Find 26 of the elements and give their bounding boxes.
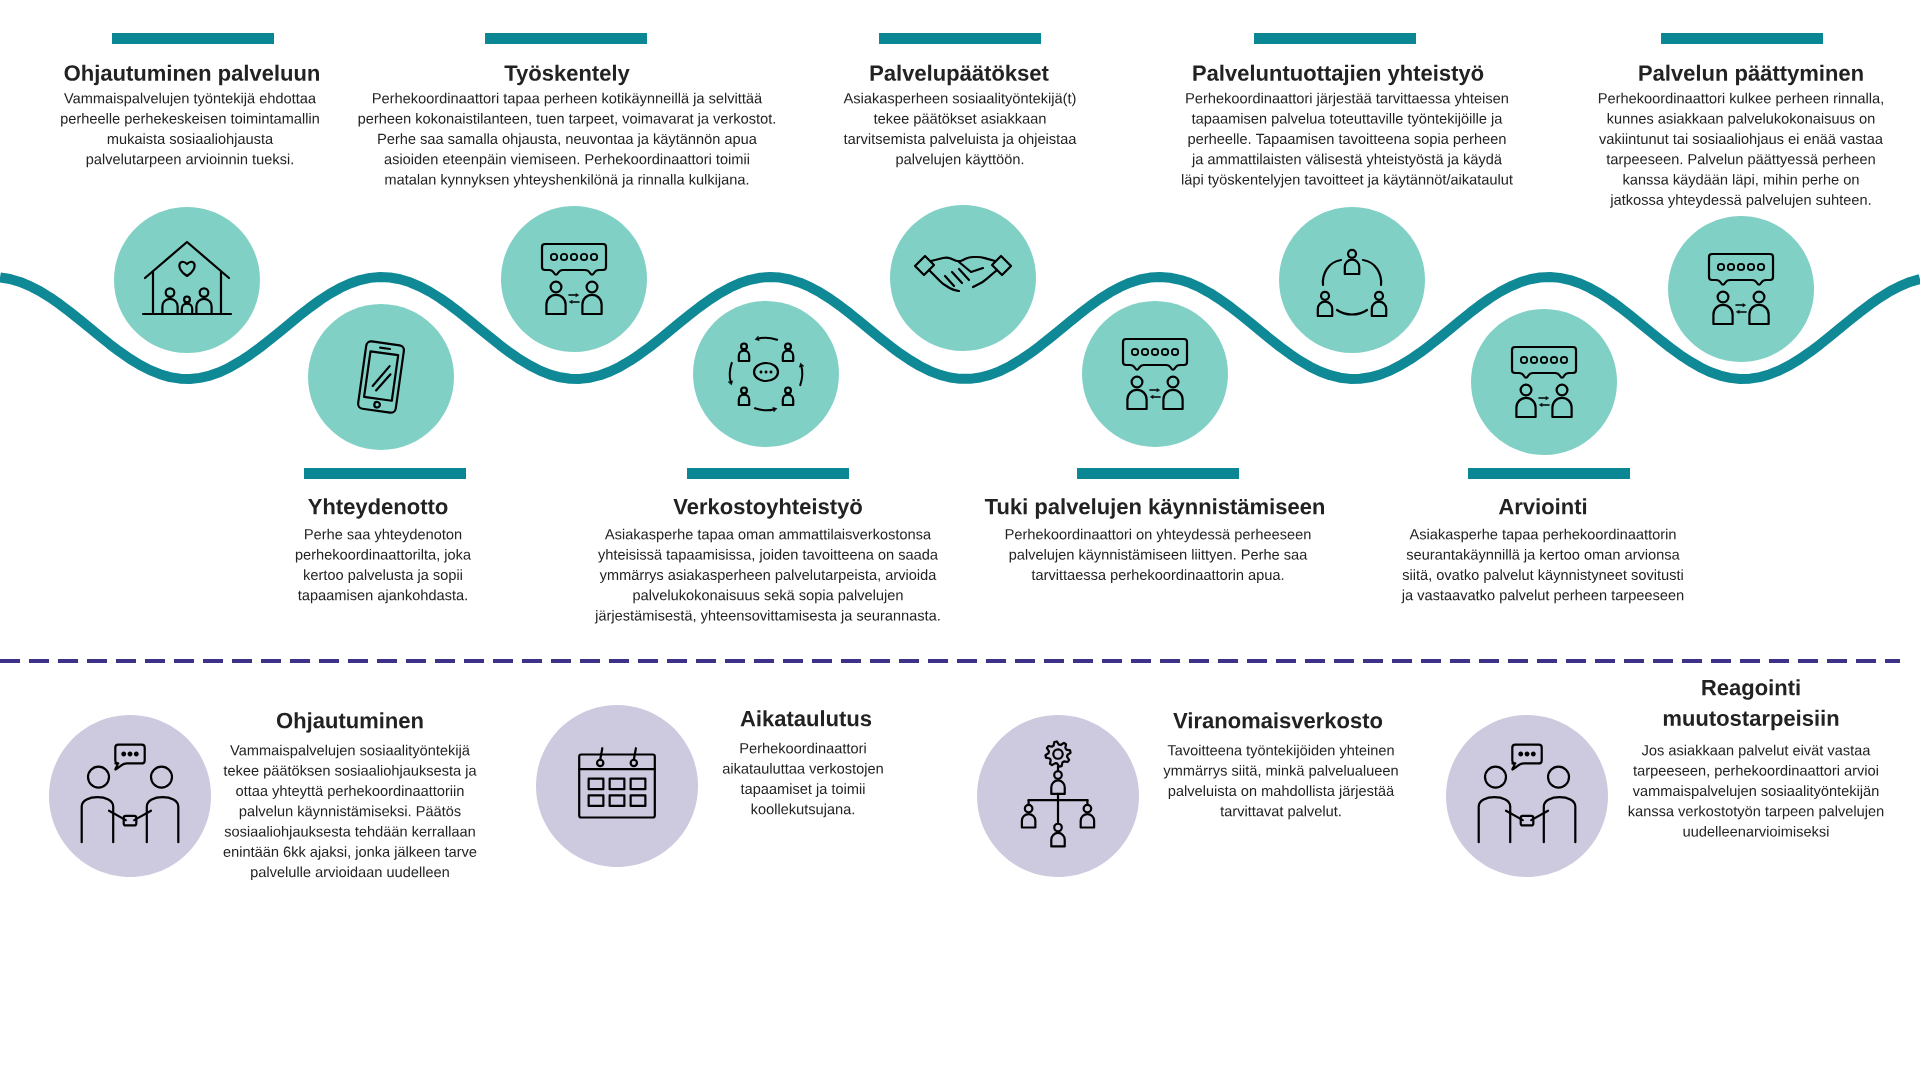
- step-title: Yhteydenotto: [308, 498, 448, 519]
- step-title: Tuki palvelujen käynnistämiseen: [984, 498, 1324, 519]
- step-description: Jos asiakkaan palvelut eivät vastaa tarpeeseen, perhekoordinaattori arvioi vammaispalvelujen sosiaalityöntekijän kanssa verkostotyön tarpeen palvelujen uudelleenarvioimiseksi: [1628, 744, 1884, 837]
- step-title: Ohjautuminen palveluun: [64, 64, 319, 86]
- step-title: Verkostoyhteistyö: [673, 498, 862, 519]
- step-description: Perhekoordinaattori tapaa perheen kotikäynneillä ja selvittää perheen kokonaistilanteen, tuen tarpeet, voimavarat ja verkostot. Perhe saa samalla ohjausta, neuvontaa ja käytännön apua asioiden eteenpäin viemiseen. Perhekoordinaattori toimii matalan kynnyksen yhteyshenkilönä ja rinnalla kulkijana.: [358, 92, 775, 188]
- step-title: Palvelupäätökset: [870, 64, 1049, 86]
- step-description: Perhekoordinaattori järjestää tarvittaessa yhteisen tapaamisen palvelua toteuttaville työntekijöille ja perheelle. Tapaamisen tavoitteena sopia perheen ja ammattilaisten välisestä yhteistyöstä ja käydä läpi työskentelyjen tavoitteet ja käytännöt/aikataulut: [1182, 92, 1513, 188]
- step-description: Vammaispalvelujen työntekijä ehdottaa perheelle perhekeskeisen toimintamallin mukaista sosiaaliohjausta palvelutarpeen arvioinnin tueksi.: [61, 92, 319, 168]
- step-title: Palveluntuottajien yhteistyö: [1193, 64, 1484, 86]
- step-title: Aikataulutus: [740, 710, 872, 727]
- step-title: Reagointi muutostarpeisiin: [1663, 679, 1839, 731]
- step-title: Palvelun päättyminen: [1639, 64, 1863, 86]
- step-description: Perhekoordinaattori kulkee perheen rinnalla, kunnes asiakkaan palvelukokonaisuus on vakiintunut tai sosiaaliohjaus ei enää vastaa tarpeeseen. Palvelun päättyessä perheen kanssa käydään läpi, mihin perhe on jatkossa yhteydessä palvelujen suhteen.: [1598, 92, 1883, 208]
- step-title: Viranomaisverkosto: [1173, 712, 1383, 729]
- step-description: Asiakasperheen sosiaalityöntekijä(t) tekee päätökset asiakkaan tarvitsemista palveluista ja ohjeistaa palvelujen käyttöön.: [843, 92, 1077, 168]
- step-description: Perhekoordinaattori on yhteydessä perheeseen palvelujen käynnistämiseen liittyen. Perhe saa tarvittaessa perhekoordinaattorin apua.: [1005, 528, 1311, 583]
- step-description: Asiakasperhe tapaa oman ammattilaisverkostonsa yhteisissä tapaamisissa, joiden tavoitteena on saada ymmärrys asiakasperheen palvelutarpeista, arvioida palvelukokonaisuus sekä sopia palvelujen järjestämisestä, yhteensovittamisesta ja seurannasta.: [594, 528, 940, 624]
- step-description: Tavoitteena työntekijöiden yhteinen ymmärrys siitä, minkä palvelualueen palveluista on mahdollista järjestää tarvittavat palvelut.: [1163, 744, 1398, 820]
- step-description: Perhe saa yhteydenoton perhekoordinaattorilta, joka kertoo palvelusta ja sopii tapaamisen ajankohdasta.: [295, 528, 472, 604]
- step-description: Asiakasperhe tapaa perhekoordinaattorin seurantakäynnillä ja kertoo oman arvionsa siitä, ovatko palvelut käynnistyneet sovitusti ja vastaavatko palvelut perheen tarpeeseen: [1401, 528, 1684, 604]
- step-description: Vammaispalvelujen sosiaalityöntekijä tekee päätöksen sosiaaliohjauksesta ja ottaa yhteyttä perhekoordinaattoriin palvelun käynnistämiseksi. Päätös sosiaaliohjauksesta tehdään kerrallaan enintään 6kk ajaksi, jonka jälkeen tarve palvelulle arvioidaan uudelleen: [223, 744, 477, 881]
- step-title: Työskentely: [504, 64, 630, 86]
- step-title: Arviointi: [1498, 498, 1587, 515]
- step-description: Perhekoordinaattori aikatauluttaa verkostojen tapaamiset ja toimii koollekutsujana.: [722, 742, 883, 818]
- step-title: Ohjautuminen: [276, 712, 423, 733]
